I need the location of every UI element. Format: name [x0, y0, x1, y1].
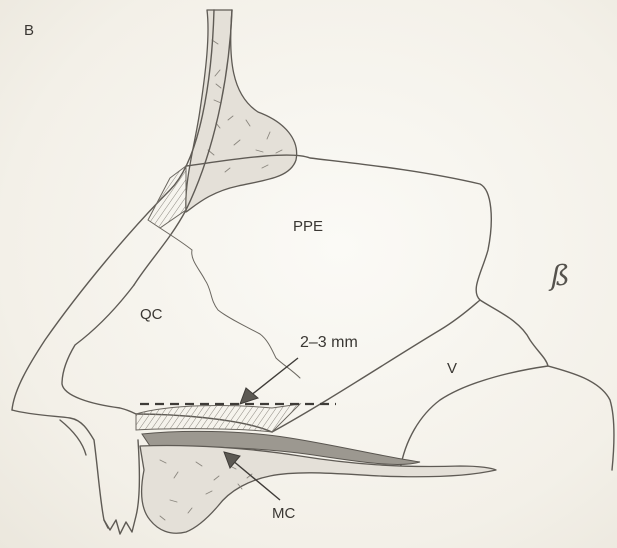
label-mc: MC	[272, 505, 295, 522]
cartilage-hatched-band	[136, 404, 300, 432]
label-dimension: 2–3 mm	[300, 334, 358, 352]
nasal-bone	[186, 10, 297, 212]
incisor-outline	[104, 440, 139, 534]
dimension-arrow	[240, 358, 298, 404]
lip-line	[60, 420, 86, 455]
panel-letter: B	[24, 22, 34, 39]
qc-ppe-suture	[160, 228, 300, 378]
label-ppe: PPE	[293, 218, 323, 235]
label-v: V	[447, 360, 457, 377]
label-qc: QC	[140, 306, 163, 323]
columella-lip-outline	[12, 410, 108, 528]
signature-mark: ß	[551, 259, 570, 292]
palate-bone	[140, 445, 496, 533]
septal-anterior-border	[62, 285, 136, 414]
vomer-posterior-border	[400, 366, 548, 470]
